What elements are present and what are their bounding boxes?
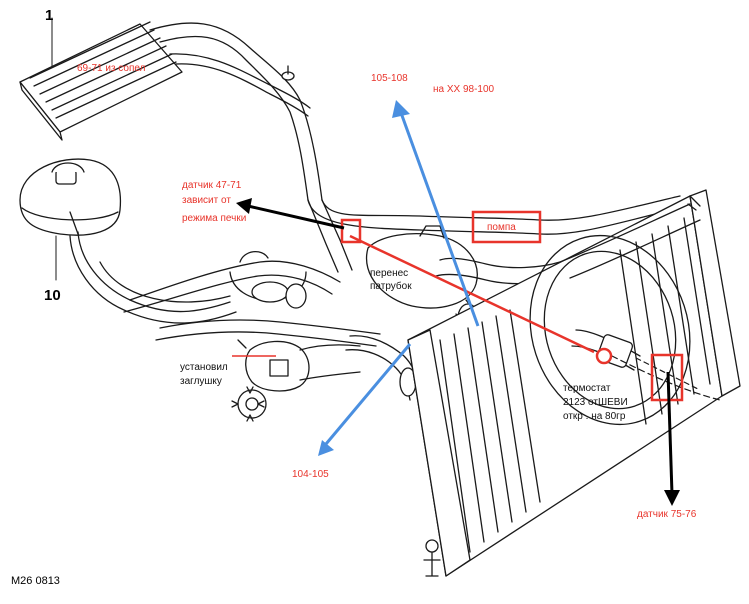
reading-top-label: 105-108 <box>371 73 408 84</box>
arrow-down-black <box>666 371 674 495</box>
moved-hose-label-line1: перенес <box>370 268 409 279</box>
sensor-dashed-line <box>611 355 721 401</box>
thermostat-label-line2: 2123 отШЕВИ <box>563 397 628 408</box>
thermostat-label-line3: откр . на 80гр <box>563 411 626 422</box>
thermostat-marker <box>595 347 613 365</box>
part-number-10: 10 <box>44 287 61 304</box>
annotations-blue <box>318 100 480 456</box>
pump-box <box>471 210 542 244</box>
heater-core <box>19 17 183 141</box>
heater-hoses <box>149 22 681 273</box>
sensor-right-label: датчик 75-76 <box>637 509 697 520</box>
expansion-tank <box>19 158 237 324</box>
arrow-down-blue <box>324 343 412 445</box>
reading-bottom-label: 104-105 <box>292 469 329 480</box>
plug-label-line1: установил <box>180 362 228 373</box>
sensor-left-box <box>340 218 362 244</box>
pump-label: помпа <box>487 222 516 233</box>
thermostat-pointer-line <box>349 234 595 354</box>
thermostat-housing-left <box>231 340 361 422</box>
arrow-up-blue <box>398 109 480 327</box>
arrow-left-black <box>247 204 345 230</box>
sensor-left-label-line2: зависит от <box>182 195 231 206</box>
radiator <box>407 189 741 577</box>
sensor-left-label-line1: датчик 47-71 <box>182 180 242 191</box>
idle-reading-label: на XX 98-100 <box>433 84 495 95</box>
thermostat-label-line1: термостат <box>563 383 611 394</box>
plug-label-line2: заглушку <box>180 376 222 387</box>
annotations-red <box>232 210 684 402</box>
figure-code: M26 0813 <box>11 575 60 587</box>
sensor-left-label-line3: режима печки <box>182 213 247 224</box>
moved-hose-label-line2: патрубок <box>370 281 412 292</box>
lower-hoses <box>123 251 381 347</box>
sensor-right-box <box>650 353 684 402</box>
heater-outlet-label: 69-71 из сопел <box>77 63 146 74</box>
annotations-black <box>236 198 680 506</box>
part-number-1: 1 <box>45 7 54 24</box>
